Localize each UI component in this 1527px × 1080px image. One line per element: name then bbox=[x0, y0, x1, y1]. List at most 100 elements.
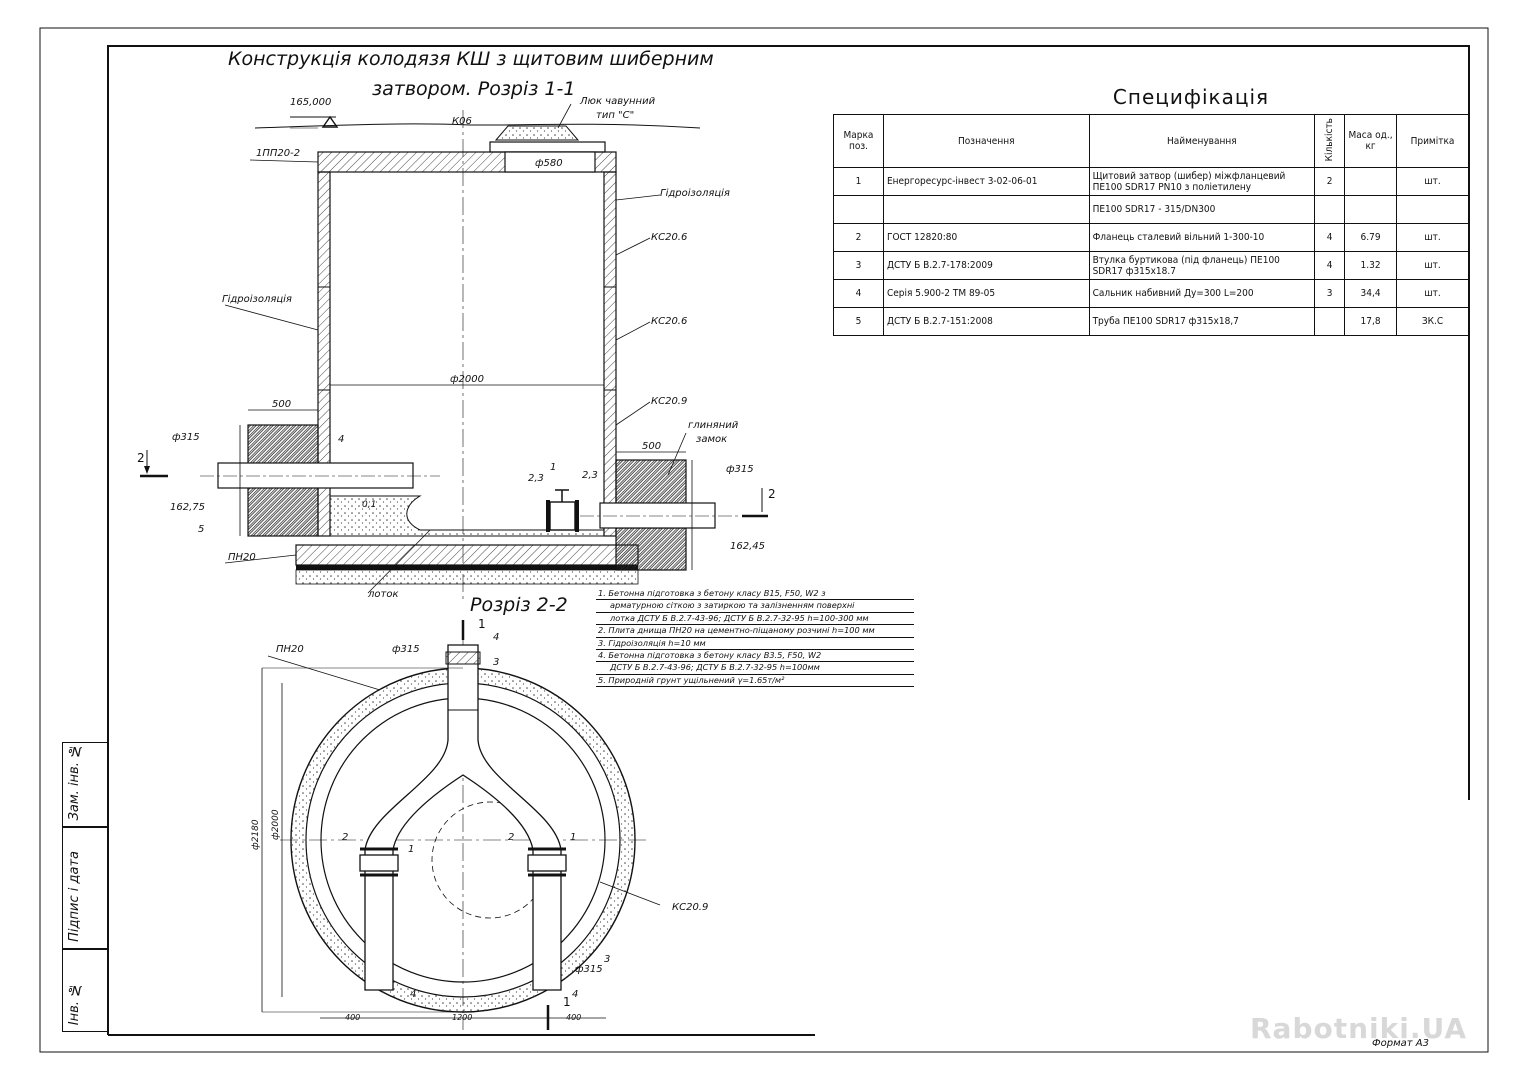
plan-dim-400-a: 400 bbox=[345, 1013, 360, 1022]
plan-ks20-9: КС20.9 bbox=[672, 902, 708, 913]
plan-pos3-bottom: 3 bbox=[604, 954, 610, 965]
level-left: 162,75 bbox=[170, 502, 205, 513]
note-line: 5. Природній грунт ущільнений γ=1.65т/м² bbox=[596, 675, 914, 688]
plan-pos4-bottom: 4 bbox=[410, 989, 416, 1000]
spec-header-name: Найменування bbox=[1088, 114, 1316, 168]
note-line: арматурною сіткою з затиркою та залізнен… bbox=[596, 600, 914, 613]
stamp-cell-replaced: Зам. інв. № bbox=[62, 742, 108, 827]
construction-notes: 1. Бетонна підготовка з бетону класу В15… bbox=[596, 588, 914, 688]
plan-pos4-bottom-right: 4 bbox=[572, 989, 578, 1000]
section-mark-right: 2 bbox=[768, 487, 776, 501]
waterproof-right: Гідроізоляція bbox=[660, 187, 730, 199]
cell: 1.32 bbox=[1344, 251, 1398, 280]
plan-pos1-left: 1 bbox=[408, 844, 414, 855]
cell: шт. bbox=[1396, 223, 1469, 252]
cell bbox=[882, 195, 1090, 224]
cell: Труба ПЕ100 SDR17 ф315х18,7 bbox=[1088, 307, 1316, 336]
cell: 4 bbox=[1314, 251, 1346, 280]
cell bbox=[1314, 195, 1346, 224]
spec-header-note: Примітка bbox=[1396, 114, 1469, 168]
spec-header-qty-text: Кількість bbox=[1324, 117, 1336, 162]
plan-sec1-bottom: 1 bbox=[563, 995, 571, 1009]
slope-label: 0,1 bbox=[362, 500, 376, 510]
note-line: лотка ДСТУ Б В.2.7-43-96; ДСТУ Б В.2.7-3… bbox=[596, 613, 914, 626]
plan-pos1-right: 1 bbox=[570, 832, 576, 843]
note-line: 1. Бетонна підготовка з бетону класу В15… bbox=[596, 588, 914, 601]
d315-right: ф315 bbox=[726, 464, 754, 475]
stamp-replaced-label: Зам. інв. № bbox=[67, 742, 82, 820]
pos23-b: 2,3 bbox=[582, 470, 598, 481]
cell bbox=[1344, 195, 1398, 224]
plan-pos2-left: 2 bbox=[342, 832, 348, 843]
cell: ДСТУ Б В.2.7-178:2009 bbox=[882, 251, 1090, 280]
stamp-cell-inv: Інв. № bbox=[62, 949, 108, 1032]
cell: шт. bbox=[1396, 251, 1469, 280]
table-row: ПЕ100 SDR17 - 315/DN300 bbox=[833, 195, 1469, 224]
clay-lock-1: глиняний bbox=[688, 420, 739, 431]
hatch-type: тип "С" bbox=[596, 110, 634, 121]
stamp-cell-signature: Підпис і дата bbox=[62, 827, 108, 949]
plan-d2180: ф2180 bbox=[251, 819, 261, 850]
pos23-a: 2,3 bbox=[528, 473, 544, 484]
ring-ks20-9: КС20.9 bbox=[651, 396, 687, 407]
cell: 2 bbox=[1314, 167, 1346, 196]
hatch-label: Люк чавунний bbox=[579, 96, 656, 107]
section2-title: Розріз 2-2 bbox=[470, 594, 568, 616]
title-line1: Конструкція колодязя КШ з щитовим шиберн… bbox=[228, 48, 714, 70]
plan-sec1-top: 1 bbox=[478, 617, 486, 631]
pos4-label: 4 bbox=[338, 434, 344, 445]
plan-pos2-right: 2 bbox=[508, 832, 514, 843]
ring-ks20-6-a: КС20.6 bbox=[651, 232, 687, 243]
stamp-inv-label: Інв. № bbox=[67, 981, 82, 1025]
table-row: 4 Серія 5.900-2 ТМ 89-05 Сальник набивни… bbox=[833, 279, 1469, 308]
note-line: 3. Гідроізоляція h=10 мм bbox=[596, 638, 914, 651]
d580-label: ф580 bbox=[535, 158, 563, 169]
cell: ГОСТ 12820:80 bbox=[882, 223, 1090, 252]
table-row: 1 Енергоресурс-інвест 3-02-06-01 Щитовий… bbox=[833, 167, 1469, 196]
bottom-slab-label: ПН20 bbox=[228, 552, 256, 563]
table-row: 5 ДСТУ Б В.2.7-151:2008 Труба ПЕ100 SDR1… bbox=[833, 307, 1469, 336]
cell: Сальник набивний Ду=300 L=200 bbox=[1088, 279, 1316, 308]
plan-pn20: ПН20 bbox=[276, 644, 304, 655]
watermark-logo: Rabotniki.UA bbox=[1250, 1012, 1468, 1045]
level-right: 162,45 bbox=[730, 541, 765, 552]
slab-label: 1ПП20-2 bbox=[256, 148, 300, 159]
d315-left: ф315 bbox=[172, 432, 200, 443]
cell: 3 bbox=[833, 251, 884, 280]
cell: 34,4 bbox=[1344, 279, 1398, 308]
d2000-label: ф2000 bbox=[450, 374, 484, 385]
title-line2: затвором. Розріз 1-1 bbox=[372, 78, 575, 100]
note-line: 2. Плита днища ПН20 на цементно-піщаному… bbox=[596, 625, 914, 638]
cell bbox=[1396, 195, 1469, 224]
dim-500-left: 500 bbox=[272, 399, 291, 410]
spec-header-designation: Позначення bbox=[882, 114, 1090, 168]
table-row: 2 ГОСТ 12820:80 Фланець сталевий вільний… bbox=[833, 223, 1469, 252]
dim-500-right: 500 bbox=[642, 441, 661, 452]
waterproof-left: Гідроізоляція bbox=[222, 293, 292, 305]
ring-ks20-6-b: КС20.6 bbox=[651, 316, 687, 327]
spec-header-qty: Кількість bbox=[1314, 114, 1346, 168]
plan-d315-top: ф315 bbox=[392, 644, 420, 655]
level-top: 165,000 bbox=[290, 97, 331, 108]
cell: 5 bbox=[833, 307, 884, 336]
section-mark-left: 2 bbox=[137, 451, 145, 465]
cell: 1 bbox=[833, 167, 884, 196]
cell: Фланець сталевий вільний 1-300-10 bbox=[1088, 223, 1316, 252]
stamp-signature-label: Підпис і дата bbox=[67, 851, 82, 942]
cell: ДСТУ Б В.2.7-151:2008 bbox=[882, 307, 1090, 336]
pos1-label: 1 bbox=[550, 462, 556, 473]
cell bbox=[833, 195, 884, 224]
cell: 17,8 bbox=[1344, 307, 1398, 336]
spec-title: Специфікація bbox=[1112, 85, 1270, 109]
cell bbox=[1314, 307, 1346, 336]
k06-label: К06 bbox=[452, 116, 472, 127]
cell: Серія 5.900-2 ТМ 89-05 bbox=[882, 279, 1090, 308]
plan-dim-400-b: 400 bbox=[566, 1013, 581, 1022]
cell: ЗК.С bbox=[1396, 307, 1469, 336]
cell: 4 bbox=[1314, 223, 1346, 252]
cell bbox=[1344, 167, 1398, 196]
cell: 6.79 bbox=[1344, 223, 1398, 252]
spec-table: Марка поз. Позначення Найменування Кільк… bbox=[833, 114, 1469, 336]
cell: 4 bbox=[833, 279, 884, 308]
